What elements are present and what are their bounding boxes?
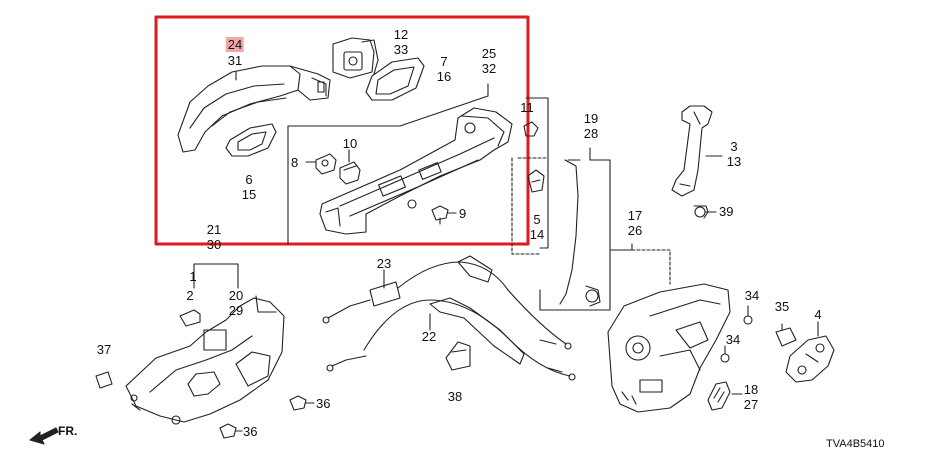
cable-22	[326, 297, 576, 381]
callout-15[interactable]: 15	[241, 187, 257, 202]
callout-16[interactable]: 16	[436, 69, 452, 84]
screw-39	[693, 205, 709, 219]
front-direction-arrow	[29, 427, 59, 445]
bolt-34-upper	[743, 305, 753, 325]
highlight-box	[154, 15, 530, 246]
part-2	[179, 309, 201, 327]
inner-rod-assembly	[671, 105, 713, 197]
pad-18	[707, 381, 731, 411]
callout-34-lower[interactable]: 34	[725, 332, 741, 347]
callout-33[interactable]: 33	[393, 42, 409, 57]
callout-6[interactable]: 6	[245, 172, 253, 187]
callout-39[interactable]: 39	[719, 204, 734, 219]
callout-37[interactable]: 37	[96, 342, 112, 357]
callout-30[interactable]: 30	[206, 237, 222, 252]
callout-21[interactable]: 21	[206, 222, 222, 237]
callout-12[interactable]: 12	[393, 27, 409, 42]
callout-24[interactable]: 24	[225, 37, 245, 52]
dashed-frame-5-14	[511, 157, 549, 255]
callout-20[interactable]: 20	[228, 288, 244, 303]
callout-22[interactable]: 22	[421, 329, 437, 344]
door-striker	[785, 335, 835, 383]
handle-protector	[365, 57, 425, 101]
outer-door-handle	[177, 65, 331, 153]
diagram-code: TVA4B5410	[826, 438, 885, 450]
callout-17[interactable]: 17	[627, 208, 643, 223]
callout-26[interactable]: 26	[627, 223, 643, 238]
callout-34-upper[interactable]: 34	[744, 288, 760, 303]
handle-base-frame	[319, 107, 513, 235]
bolt-34-lower	[720, 345, 730, 363]
callout-35[interactable]: 35	[774, 299, 790, 314]
front-direction-label: FR.	[58, 424, 78, 438]
clip-37	[95, 371, 113, 389]
cable-cover-38	[445, 341, 471, 371]
leader-11	[525, 97, 549, 249]
callout-10[interactable]: 10	[342, 136, 358, 151]
callout-2[interactable]: 2	[186, 288, 194, 303]
handle-gasket	[225, 123, 277, 157]
leader-21-30	[193, 263, 239, 289]
callout-5[interactable]: 5	[533, 212, 541, 227]
callout-4[interactable]: 4	[814, 307, 822, 322]
cable-23	[322, 255, 572, 350]
screw-9	[431, 205, 449, 225]
callout-14[interactable]: 14	[529, 227, 545, 242]
leader-25-32	[287, 83, 489, 245]
callout-11[interactable]: 11	[520, 100, 534, 115]
door-lock-actuator	[607, 283, 731, 413]
leader-17-26	[631, 249, 671, 285]
clip-11	[523, 121, 539, 137]
inner-door-handle	[125, 295, 285, 425]
screw-36-lower	[219, 423, 237, 439]
callout-32[interactable]: 32	[481, 61, 497, 76]
leader-17-26b	[609, 243, 633, 251]
callout-25[interactable]: 25	[481, 46, 497, 61]
callout-31[interactable]: 31	[227, 53, 243, 68]
callout-8[interactable]: 8	[291, 155, 299, 170]
grommet-10	[339, 161, 361, 185]
callout-23[interactable]: 23	[376, 256, 392, 271]
handle-cap	[332, 37, 379, 79]
callout-7[interactable]: 7	[440, 54, 448, 69]
callout-28[interactable]: 28	[583, 126, 599, 141]
callout-13[interactable]: 13	[726, 154, 742, 169]
leader-19-28	[539, 147, 611, 311]
callout-36-lower[interactable]: 36	[243, 424, 258, 439]
callout-27[interactable]: 27	[743, 397, 759, 412]
clip-5	[527, 169, 545, 193]
bolt-35	[775, 323, 797, 347]
grommet-8	[315, 153, 337, 175]
callout-29[interactable]: 29	[228, 303, 244, 318]
callout-19[interactable]: 19	[583, 111, 599, 126]
callout-3[interactable]: 3	[730, 139, 738, 154]
callout-18[interactable]: 18	[743, 382, 759, 397]
callout-36-upper[interactable]: 36	[316, 396, 331, 411]
callout-1[interactable]: 1	[189, 269, 197, 284]
callout-38[interactable]: 38	[447, 389, 463, 404]
lock-rod	[559, 159, 601, 307]
screw-36-upper	[289, 395, 307, 411]
callout-9[interactable]: 9	[459, 206, 467, 221]
